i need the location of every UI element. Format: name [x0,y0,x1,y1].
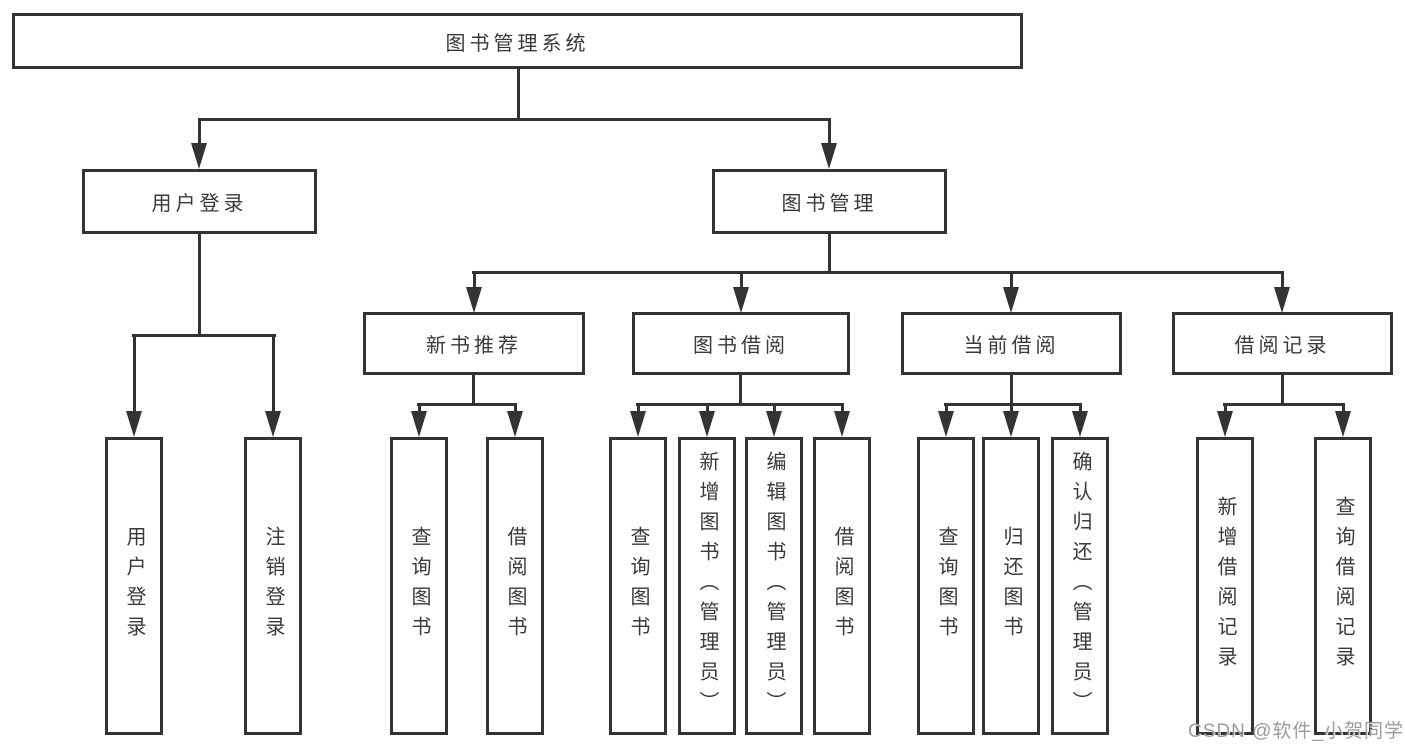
leaf-query-borrow-record: 查询借阅记录 [1314,437,1372,735]
arrow-head-icon [1217,411,1233,437]
arrow-head-icon [733,287,749,313]
arrow-shaft [827,120,831,149]
connector-borrow-branch [636,403,844,406]
connector-book-mgmt-branch [472,271,1284,274]
connector-borrow-stem [739,375,742,406]
arrow-shaft [1280,273,1284,293]
arrow-head-icon [265,411,281,437]
leaf-query-books-current: 查询图书 [917,437,975,735]
connector-root-branch [198,118,831,121]
leaf-add-borrow-record: 新增借阅记录 [1196,437,1254,735]
arrow-head-icon [630,411,646,437]
csdn-watermark: CSDN @软件_小贺同学 [1188,721,1404,742]
leaf-confirm-return-admin: 确认归还（管理员） [1051,437,1109,735]
arrow-shaft [271,336,275,417]
arrow-shaft [472,273,476,293]
arrow-shaft [739,273,743,293]
node-new-book-recommend: 新书推荐 [363,312,585,375]
node-current-borrow: 当前借阅 [901,312,1122,375]
connector-root-stem [517,68,520,120]
node-user-login: 用户登录 [82,169,317,234]
node-borrow-records: 借阅记录 [1172,312,1393,375]
arrow-head-icon [1003,411,1019,437]
arrow-shaft [197,120,201,149]
leaf-query-books-borrow: 查询图书 [609,437,667,735]
connector-user-login-stem [198,233,201,337]
arrow-head-icon [507,411,523,437]
arrow-head-icon [938,411,954,437]
leaf-query-books-recommend: 查询图书 [390,437,448,735]
arrow-shaft [1009,273,1013,293]
arrow-head-icon [126,411,142,437]
connector-book-mgmt-stem [828,233,831,274]
connector-user-login-branch [132,334,276,337]
connector-records-stem [1281,375,1284,406]
node-library-management-system: 图书管理系统 [12,13,1023,69]
arrow-head-icon [466,287,482,313]
arrow-head-icon [699,411,715,437]
node-book-borrow: 图书借阅 [632,312,850,375]
leaf-borrow-books-recommend: 借阅图书 [486,437,544,735]
arrow-head-icon [766,411,782,437]
leaf-logout: 注销登录 [244,437,302,735]
connector-records-branch [1223,403,1345,406]
leaf-user-login: 用户登录 [105,437,163,735]
arrow-head-icon [1072,411,1088,437]
leaf-borrow-books: 借阅图书 [813,437,871,735]
arrow-head-icon [191,143,207,169]
arrow-head-icon [1274,287,1290,313]
connector-recommend-branch [417,403,517,406]
arrow-head-icon [834,411,850,437]
leaf-edit-books-admin: 编辑图书（管理员） [745,437,803,735]
leaf-return-books: 归还图书 [982,437,1040,735]
arrow-shaft [132,336,136,417]
arrow-head-icon [1003,287,1019,313]
arrow-head-icon [411,411,427,437]
connector-current-stem [1010,375,1013,406]
node-book-management: 图书管理 [712,169,947,234]
connector-current-branch [944,403,1082,406]
connector-recommend-stem [472,375,475,406]
arrow-head-icon [1335,411,1351,437]
arrow-head-icon [821,143,837,169]
leaf-add-books-admin: 新增图书（管理员） [678,437,736,735]
